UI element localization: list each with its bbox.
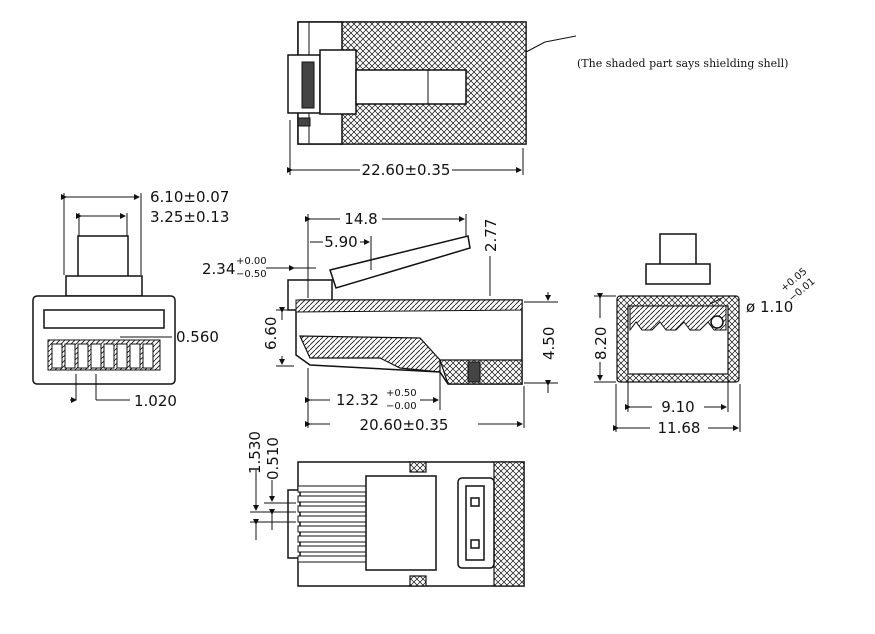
top-view: 22.60±0.35 (The shaded part says shieldi… <box>287 21 788 179</box>
dim-top-length: 22.60±0.35 <box>362 161 451 179</box>
dim-bottom-1-530: 1.530 <box>246 431 264 474</box>
dim-front-3-25: 3.25±0.13 <box>150 208 229 226</box>
dim-front-1-020: 1.020 <box>134 392 177 410</box>
dim-rear-9-10: 9.10 <box>661 398 694 416</box>
contact-slots <box>51 343 154 369</box>
dim-rear-8-20: 8.20 <box>592 327 610 360</box>
dim-side-6-60: 6.60 <box>262 317 280 350</box>
dim-side-12-32-tol-dn: −0.00 <box>386 401 417 412</box>
latch <box>329 235 471 289</box>
dim-side-14-8: 14.8 <box>344 210 377 228</box>
shield-note: (The shaded part says shielding shell) <box>577 57 788 70</box>
dim-side-2-77: 2.77 <box>482 219 500 252</box>
dim-side-12-32-tol-up: +0.50 <box>386 388 417 399</box>
dim-front-6-10: 6.10±0.07 <box>150 188 229 206</box>
dim-bottom-0-510: 0.510 <box>264 437 282 480</box>
dim-side-2-34: 2.34 <box>202 260 235 278</box>
dim-side-12-32: 12.32 <box>336 391 379 409</box>
side-view: 14.8 5.90 2.77 2.34 +0.00 −0.50 6.60 4.5… <box>202 210 558 434</box>
dim-rear-dia: ø 1.10 <box>746 298 793 316</box>
dim-front-0-560: 0.560 <box>176 328 219 346</box>
dim-side-20-60: 20.60±0.35 <box>360 416 449 434</box>
dim-side-2-34-tol-up: +0.00 <box>236 256 267 267</box>
dim-side-5-90: 5.90 <box>324 233 357 251</box>
dim-rear-11-68: 11.68 <box>658 419 701 437</box>
front-view: 6.10±0.07 3.25±0.13 0.560 1.020 <box>32 188 229 410</box>
dim-side-2-34-tol-dn: −0.50 <box>236 269 267 280</box>
bottom-view: 1.530 0.510 <box>246 431 525 587</box>
dim-side-4-50: 4.50 <box>540 327 558 360</box>
rear-view: ø 1.10 +0.05 −0.01 8.20 9.10 11.68 <box>592 233 817 437</box>
